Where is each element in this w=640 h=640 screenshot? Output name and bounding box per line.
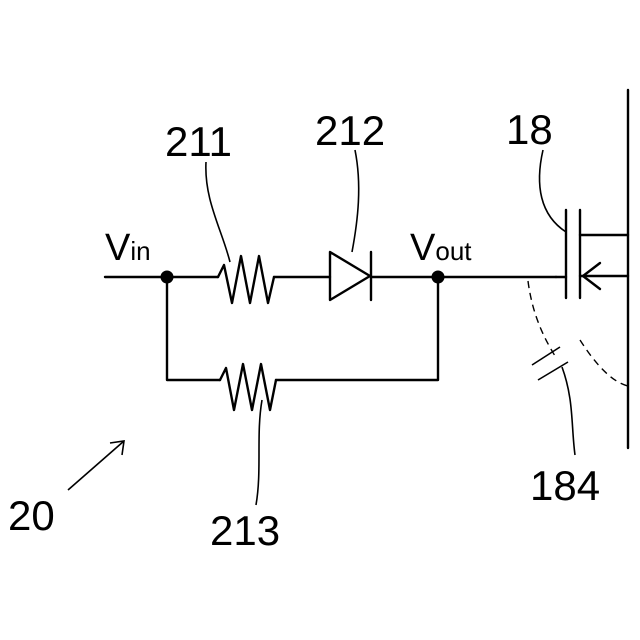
vout-sub: out — [435, 236, 472, 266]
parasitic-capacitance-184 — [528, 281, 628, 386]
leader-184 — [562, 367, 575, 455]
label-18: 18 — [506, 106, 553, 153]
leader-18 — [540, 150, 566, 232]
wire-branch-left — [167, 277, 220, 380]
label-212: 212 — [315, 107, 385, 154]
label-211: 211 — [165, 118, 232, 165]
arrow-20 — [68, 441, 124, 490]
resistor-213 — [220, 364, 276, 410]
leader-211 — [206, 162, 230, 262]
vout-main: V — [410, 227, 436, 269]
transistor-18 — [556, 210, 628, 298]
leader-212 — [352, 150, 359, 252]
diode-212 — [330, 252, 371, 300]
vin-main: V — [105, 227, 131, 269]
wire-branch-right — [276, 277, 438, 380]
leader-213 — [256, 400, 262, 505]
resistor-211 — [218, 256, 274, 303]
label-20: 20 — [8, 492, 55, 539]
vin-sub: in — [130, 236, 150, 266]
label-vout: Vout — [410, 227, 472, 269]
label-184: 184 — [530, 462, 600, 509]
label-213: 213 — [210, 507, 280, 554]
label-vin: Vin — [105, 227, 151, 269]
